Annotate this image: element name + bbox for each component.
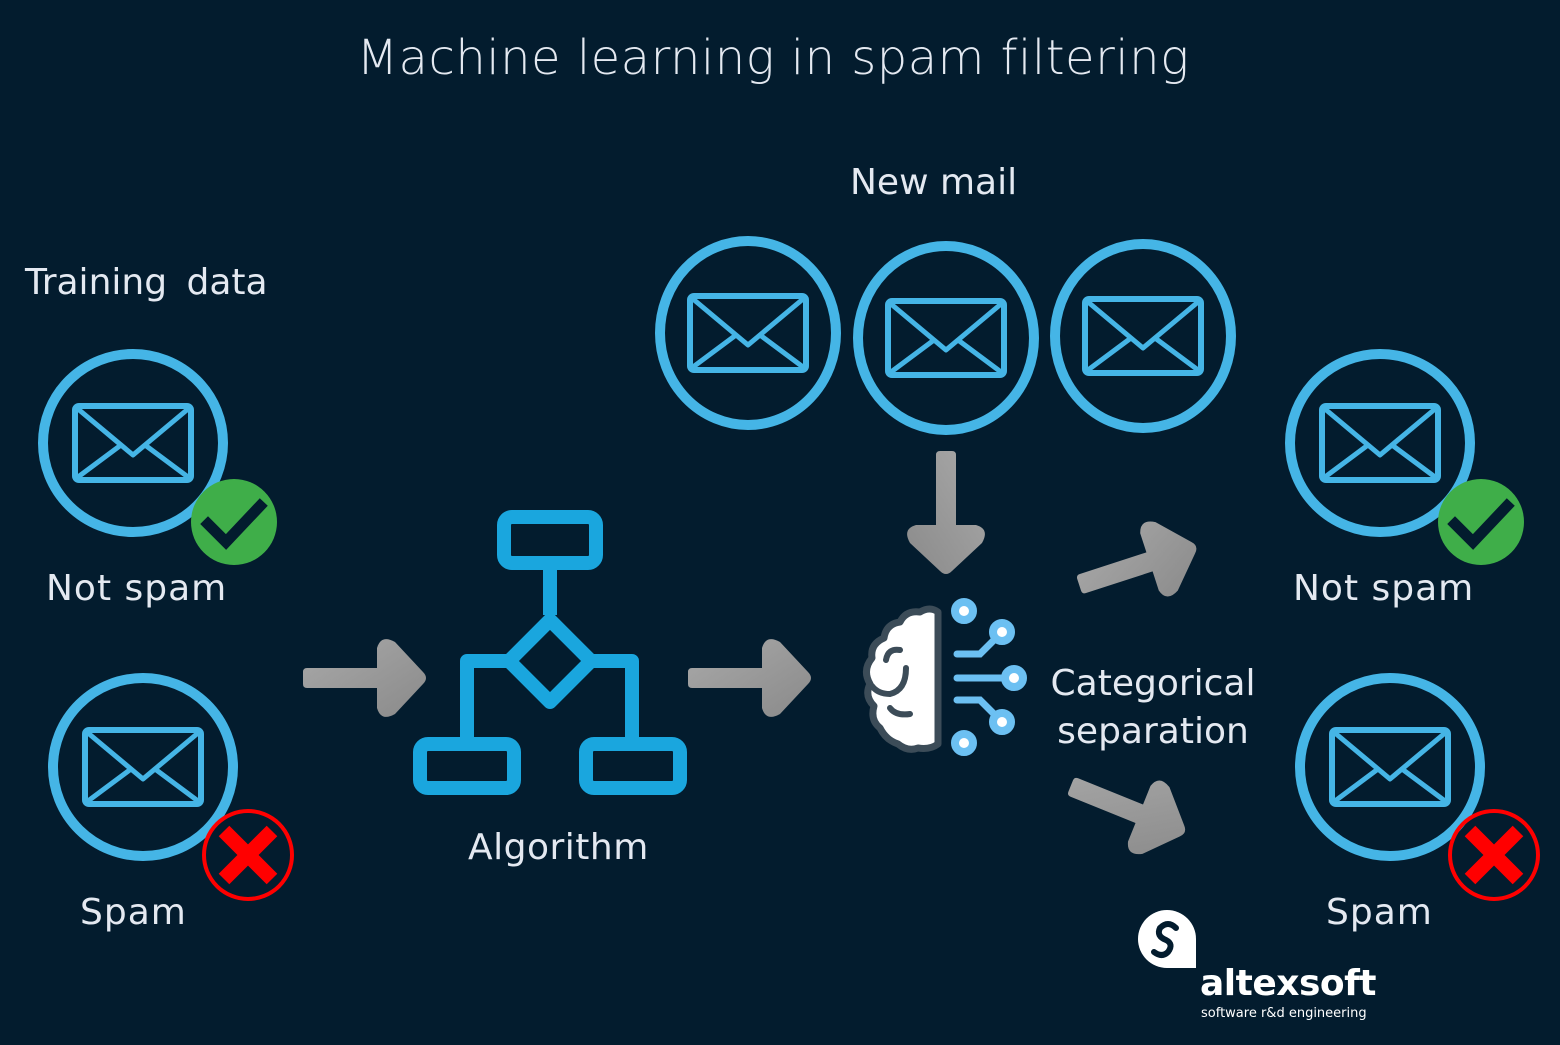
envelope-icon [888, 301, 1004, 375]
brand-name: altexsoft [1200, 963, 1377, 1004]
categorical-separation-label: Categorical separation [1050, 663, 1256, 752]
page-title: Machine learning in spam filtering [356, 30, 1190, 86]
training-data-heading: Training data [25, 262, 268, 303]
training-spam-mail [48, 673, 292, 899]
training-not-spam-label: Not spam [46, 568, 228, 609]
arrow-down-icon [907, 451, 985, 574]
new-mail-2 [853, 241, 1039, 435]
result-spam-mail [1295, 673, 1538, 899]
result-not-spam-label: Not spam [1293, 568, 1475, 609]
envelope-icon [75, 406, 191, 480]
result-spam-label: Spam [1326, 892, 1433, 933]
envelope-icon [85, 730, 201, 804]
x-badge-icon [204, 811, 292, 899]
envelope-icon [1085, 299, 1201, 373]
check-badge-icon [1438, 479, 1524, 565]
envelope-icon [690, 296, 806, 370]
altexsoft-logo-icon [1138, 910, 1196, 968]
ai-brain-icon [863, 598, 1027, 756]
training-not-spam-mail [38, 349, 277, 565]
envelope-icon [1332, 730, 1448, 804]
new-mail-3 [1050, 239, 1236, 433]
x-badge-icon [1450, 811, 1538, 899]
arrow-to-model-icon [688, 639, 811, 717]
envelope-icon [1322, 406, 1438, 480]
new-mail-heading: New mail [850, 162, 1018, 203]
algorithm-label: Algorithm [468, 827, 649, 868]
arrow-to-spam-icon [1056, 749, 1200, 869]
flowchart-icon [413, 510, 687, 795]
brand-tagline: software r&d engineering [1201, 1006, 1367, 1021]
result-not-spam-mail [1285, 349, 1524, 565]
new-mail-1 [655, 236, 841, 430]
arrow-to-not-spam-icon [1067, 509, 1209, 622]
training-spam-label: Spam [80, 892, 187, 933]
arrow-to-algorithm-icon [303, 639, 426, 717]
check-badge-icon [191, 479, 277, 565]
